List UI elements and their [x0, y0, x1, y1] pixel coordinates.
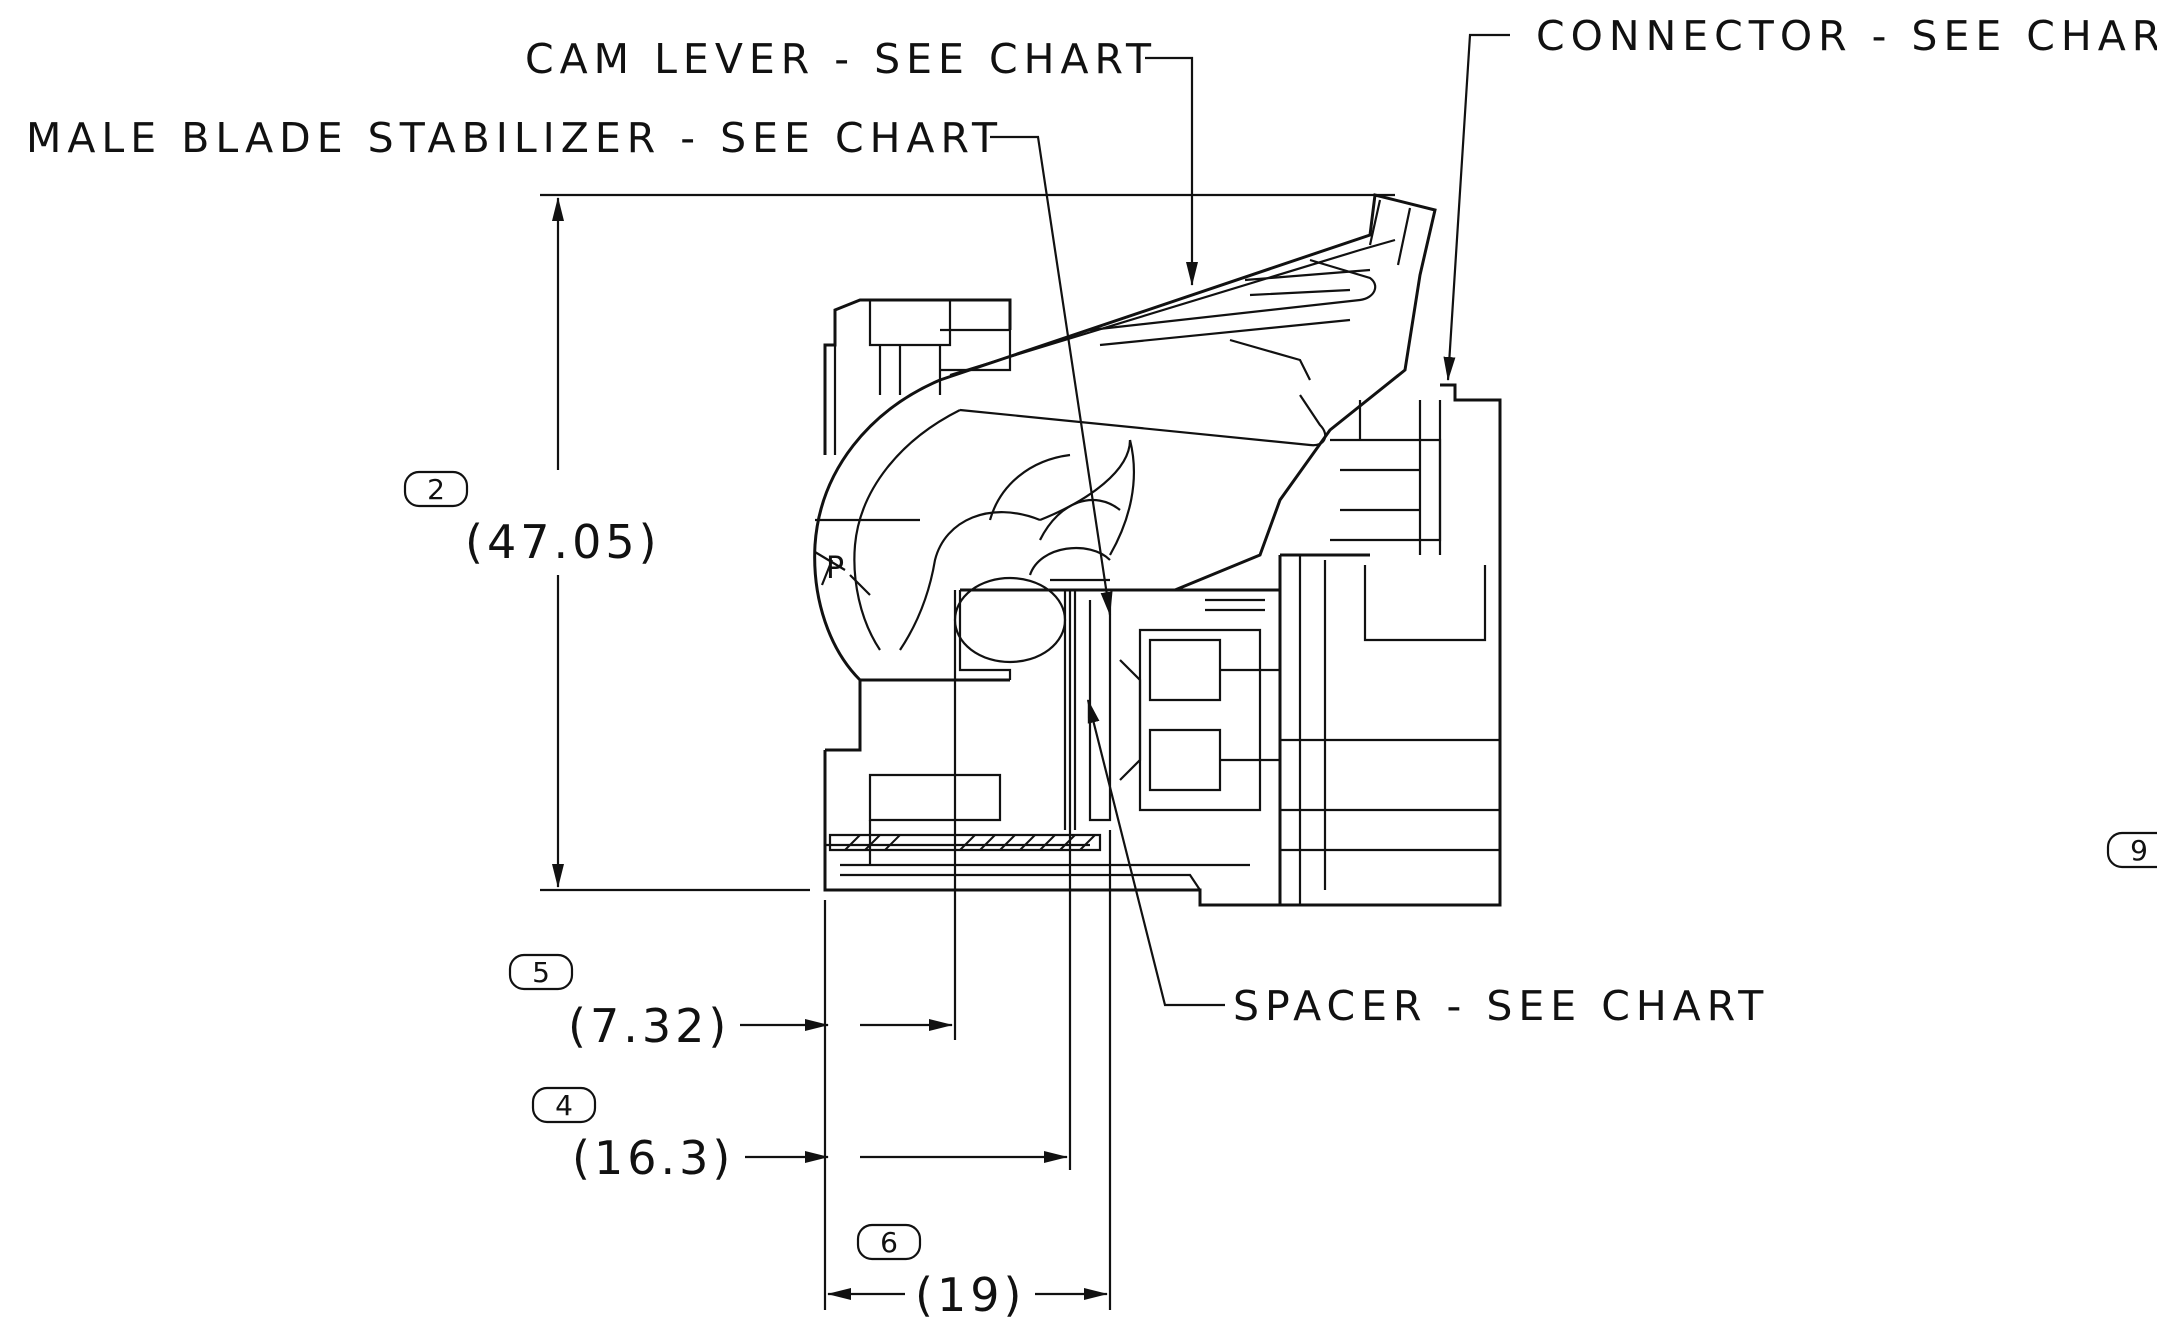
cam-lever: P — [813, 193, 1437, 682]
balloon-4 — [531, 1086, 597, 1124]
balloon-6 — [856, 1223, 922, 1261]
dim-d5-value: (7.32) — [568, 999, 730, 1053]
lever-mark: P — [826, 551, 844, 586]
base-hatching — [828, 833, 1102, 852]
leader-connector — [1443, 33, 1510, 381]
callout-male-blade-stabilizer: MALE BLADE STABILIZER - SEE CHART — [26, 114, 1003, 162]
balloon-4-label: 4 — [555, 1089, 573, 1122]
balloon-9 — [2106, 831, 2157, 869]
callout-connector: CONNECTOR - SEE CHART — [1536, 12, 2157, 60]
dim-d6-value: (19) — [915, 1268, 1025, 1322]
callout-spacer: SPACER - SEE CHART — [1233, 982, 1769, 1030]
d6-annotation: 6 (19) — [856, 1223, 1025, 1322]
leader-male-blade-stabilizer — [990, 135, 1113, 616]
balloon-2 — [403, 470, 469, 508]
height-annotation: 2 (47.05) — [403, 470, 661, 569]
extension-lines — [540, 193, 1395, 1310]
leader-cam-lever — [1145, 56, 1198, 286]
balloon-9-label: 9 — [2130, 834, 2148, 867]
leader-spacer — [1086, 699, 1225, 1007]
dim-d4-value: (16.3) — [572, 1131, 734, 1185]
callout-cam-lever: CAM LEVER - SEE CHART — [525, 35, 1157, 83]
balloon-2-label: 2 — [427, 473, 445, 506]
balloon-5 — [508, 953, 574, 991]
d5-annotation: 5 (7.32) — [508, 953, 730, 1053]
balloon-6-label: 6 — [880, 1226, 898, 1259]
d4-annotation: 4 (16.3) — [531, 1086, 734, 1185]
balloon-5-label: 5 — [532, 956, 550, 989]
edge-balloon-annotation: 9 — [2106, 831, 2157, 869]
dim-height-value: (47.05) — [465, 515, 661, 569]
connector-body: P — [813, 193, 1502, 907]
